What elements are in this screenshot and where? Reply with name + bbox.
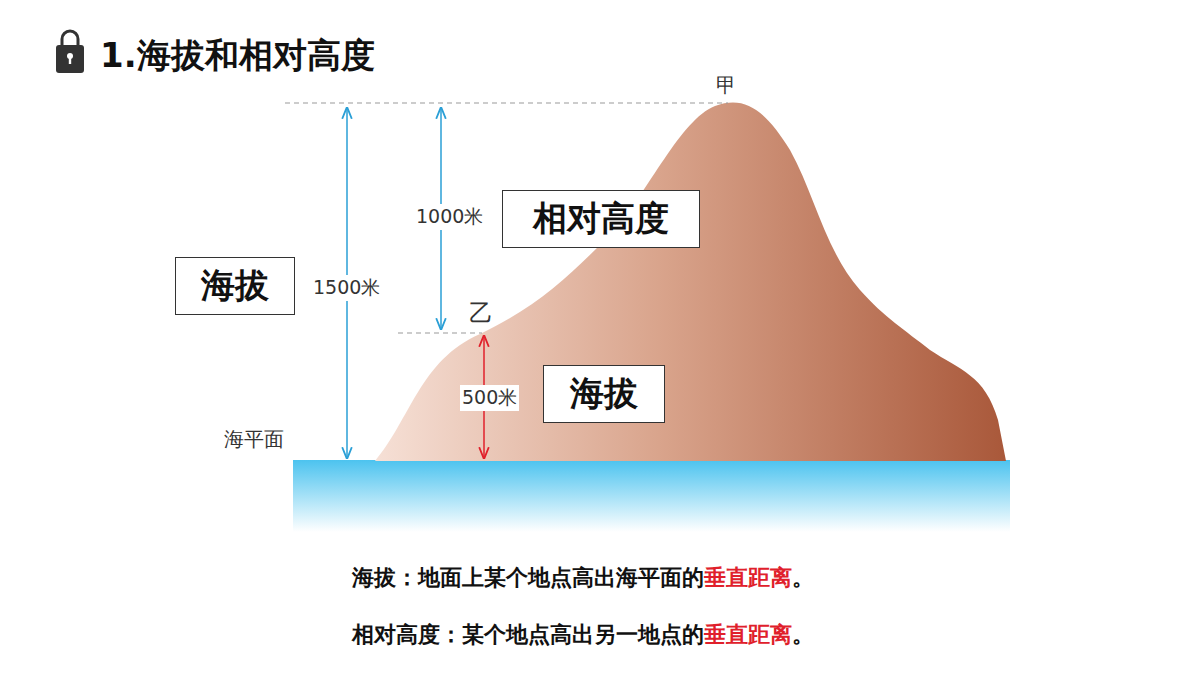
peak-level-line — [285, 102, 728, 103]
term-text: 海拔 — [201, 263, 269, 309]
dimension: 500米 — [460, 385, 519, 411]
highlight-term: 垂直距离 — [704, 565, 792, 590]
sea-level-label: 海平面 — [224, 426, 284, 453]
term-box: 海拔 — [543, 365, 665, 423]
title: 1.海拔和相对高度 — [100, 33, 375, 77]
definition-text: 。 — [792, 622, 814, 647]
mountain — [375, 103, 1006, 461]
term-text: 相对高度 — [533, 196, 669, 242]
definition-text: 相对高度：某个地点高出另一地点的 — [352, 622, 704, 647]
dimension: 1500米 — [311, 275, 382, 301]
point-name: 乙 — [469, 297, 493, 329]
sea — [293, 460, 1010, 532]
term-box: 海拔 — [175, 257, 295, 315]
point-name: 甲 — [716, 72, 736, 99]
definition-text: 。 — [792, 565, 814, 590]
lock-icon — [56, 31, 84, 73]
point-level-line — [398, 332, 482, 333]
definition-text: 海拔：地面上某个地点高出海平面的 — [352, 565, 704, 590]
definition-line: 相对高度：某个地点高出另一地点的垂直距离。 — [352, 620, 814, 650]
dimension: 1000米 — [414, 204, 485, 230]
highlight-term: 垂直距离 — [704, 622, 792, 647]
definition-line: 海拔：地面上某个地点高出海平面的垂直距离。 — [352, 563, 814, 593]
term-text: 海拔 — [570, 371, 638, 417]
term-box: 相对高度 — [502, 190, 700, 248]
